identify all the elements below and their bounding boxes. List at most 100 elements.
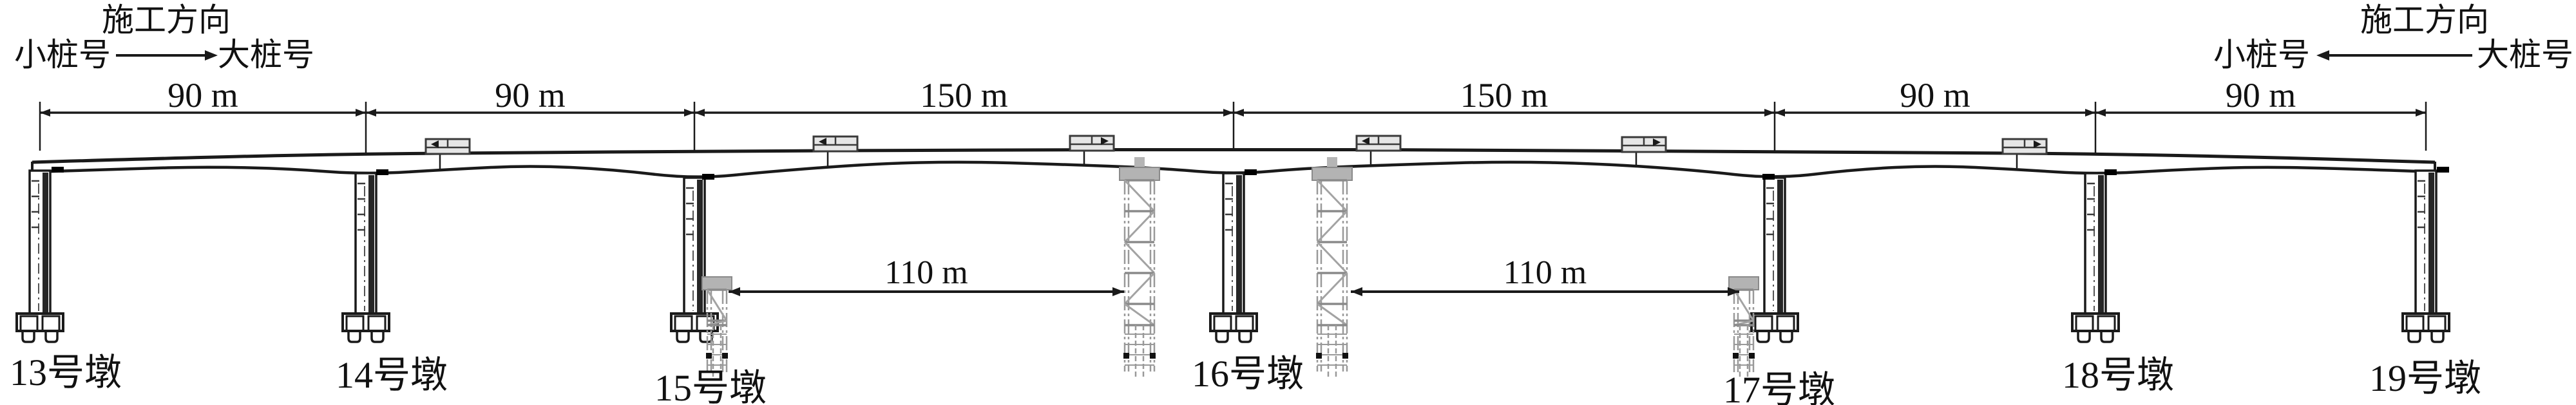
construction-direction-left-to-label: 大桩号 (218, 37, 314, 73)
pier-label: 14号墩 (336, 354, 448, 396)
temporary-tower-near-pier17-diagonal (1733, 289, 1755, 321)
pier-footing-cell (2427, 315, 2447, 332)
pier-pile (2407, 331, 2421, 343)
temporary-tower-left-of-pier16-diagonal (1123, 210, 1156, 243)
pier-column-shading (368, 175, 374, 314)
temporary-tower-right-of-pier16-cap (1312, 167, 1353, 181)
bearing-block (1762, 174, 1775, 180)
span-dim-arrow (40, 109, 50, 117)
temporary-tower-near-pier17-cap (1728, 276, 1759, 290)
pier-pile (370, 331, 385, 343)
temporary-tower-right-of-pier16-diagonal (1316, 179, 1348, 212)
construction-direction-right-to-label: 大桩号 (2477, 37, 2573, 73)
form-traveler-marker (1362, 137, 1369, 145)
deck-top-line (32, 147, 2436, 164)
temporary-tower-left-of-pier16-diagonal (1123, 179, 1156, 212)
temporary-tower-near-pier15-diagonal (706, 289, 728, 321)
form-traveler-marker (2034, 140, 2041, 148)
pier-label: 18号墩 (2062, 354, 2174, 396)
span-dim-arrow (366, 109, 376, 117)
form-traveler-marker (1101, 137, 1109, 145)
pier-pile (2100, 331, 2114, 343)
temporary-tower-right-of-pier16-hanger (1327, 157, 1337, 167)
pier-label: 13号墩 (10, 352, 122, 393)
form-traveler-marker (1653, 138, 1661, 146)
pier-column-shading (697, 180, 703, 314)
span-dimension-label: 90 m (495, 76, 566, 115)
form-traveler-marker (819, 138, 826, 146)
temporary-tower-left-of-pier16-diagonal (1123, 272, 1156, 305)
span-dimension-label: 90 m (167, 76, 238, 115)
span-dim-arrow (1223, 109, 1234, 117)
form-traveler-marker (431, 140, 439, 148)
pier-column-shading (1236, 175, 1242, 314)
temporary-tower-left-of-pier16-cap (1119, 167, 1160, 181)
span-dimension-label: 90 m (2226, 76, 2296, 115)
pier-footing-cell (674, 315, 693, 332)
bearing-block (52, 167, 64, 173)
pier-column-shading (2098, 175, 2104, 314)
pier-column-shading (43, 173, 48, 314)
pier-label: 16号墩 (1192, 353, 1304, 395)
temporary-tower-left-of-pier16-foot (1150, 353, 1156, 359)
pier-pile (44, 331, 59, 343)
span-dim-arrow (694, 109, 705, 117)
span-dimension-label: 150 m (1460, 76, 1549, 115)
bearing-block (1245, 169, 1257, 175)
closure-dim-arrow (729, 287, 740, 296)
pier-pile (1756, 331, 1770, 343)
bearing-block (702, 174, 714, 180)
construction-direction-left-from-label: 小桩号 (14, 37, 111, 73)
pier-footing-cell (2097, 315, 2116, 332)
temporary-tower-near-pier15-cap (701, 276, 732, 290)
bearing-block (376, 169, 388, 175)
pier-footing-cell (1235, 315, 1254, 332)
pier-footing-cell (1776, 315, 1795, 332)
pier-footing-cell (2405, 315, 2425, 332)
span-dim-arrow (356, 109, 366, 117)
pier-column-shading (1777, 180, 1783, 314)
temporary-tower-near-pier15-foot (706, 353, 712, 359)
construction-direction-right-arrow-head (2316, 50, 2329, 61)
pier-pile (21, 331, 35, 343)
pier-pile (1215, 331, 1229, 343)
span-dim-arrow (684, 109, 694, 117)
span-dim-arrow (2416, 109, 2426, 117)
pier-pile (2430, 331, 2445, 343)
pier-label: 19号墩 (2369, 357, 2481, 399)
pier-label: 17号墩 (1723, 369, 1835, 405)
span-dim-arrow (1764, 109, 1775, 117)
temporary-tower-left-of-pier16-diagonal (1123, 241, 1156, 274)
closure-dim-arrow (1112, 287, 1124, 296)
pier-label: 15号墩 (654, 367, 767, 405)
pier-pile (2077, 331, 2091, 343)
pier-pile (676, 331, 690, 343)
pier-column-shading (2428, 173, 2434, 314)
closure-dim-arrow (1351, 287, 1362, 296)
bearing-block (2104, 169, 2117, 175)
bearing-block (2437, 167, 2449, 173)
temporary-tower-near-pier15-foot (722, 353, 728, 359)
pier-footing-cell (1213, 315, 1232, 332)
span-dim-arrow (1234, 109, 1244, 117)
temporary-tower-left-of-pier16-diagonal (1124, 303, 1155, 326)
temporary-tower-near-pier17-foot (1733, 353, 1739, 359)
temporary-tower-right-of-pier16-diagonal (1316, 241, 1348, 274)
pier-pile (347, 331, 361, 343)
pier-pile (699, 331, 713, 343)
pier-footing-cell (2075, 315, 2094, 332)
construction-direction-right-from-label: 小桩号 (2213, 37, 2310, 73)
pier-footing-cell (19, 315, 39, 332)
temporary-tower-right-of-pier16-foot (1342, 353, 1348, 359)
span-dimension-label: 90 m (1900, 76, 1970, 115)
span-dimension-label: 150 m (920, 76, 1008, 115)
temporary-tower-right-of-pier16-diagonal (1316, 210, 1348, 243)
pier-footing-cell (367, 315, 386, 332)
pier-footing-cell (1754, 315, 1773, 332)
temporary-tower-right-of-pier16-diagonal (1316, 272, 1348, 305)
temporary-tower-left-of-pier16-hanger (1134, 157, 1145, 167)
temporary-tower-left-of-pier16-foot (1123, 353, 1129, 359)
closure-dim-arrow (1728, 287, 1739, 296)
